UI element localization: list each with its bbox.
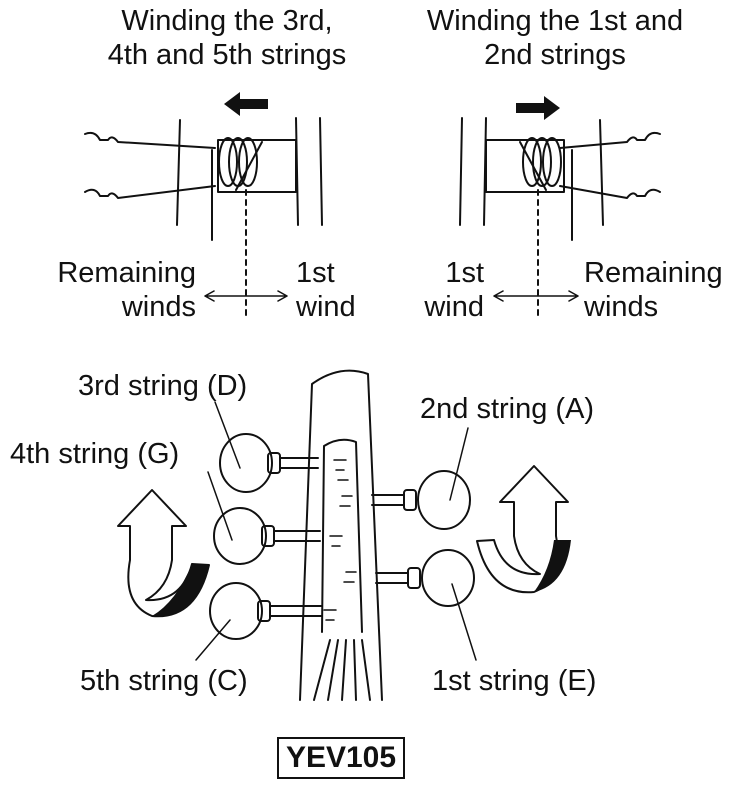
right-remaining-winds-label: Remaining winds [584, 256, 723, 324]
left-pegbox-wall-left [176, 119, 181, 226]
right-winding-detail [459, 117, 661, 321]
peg-shaft-2nd [371, 494, 405, 506]
peg-collar-4th [261, 525, 275, 547]
right-first-line2: wind [424, 291, 484, 323]
left-remaining-winds-label: Remaining winds [30, 256, 196, 324]
fingerboard-string-1 [313, 639, 331, 701]
label-4th-string: 4th string (G) [10, 438, 180, 470]
right-double-arrow [493, 290, 579, 302]
peg-collar-3rd [267, 452, 281, 474]
leader-2nd [449, 427, 469, 501]
headstock [209, 369, 475, 701]
left-coil-3 [238, 137, 258, 187]
left-heading-line2: 4th and 5th strings [107, 39, 347, 71]
peg-collar-2nd [403, 489, 417, 511]
right-first-line1: 1st [445, 257, 484, 289]
left-first-wind-label: 1st wind [296, 256, 356, 324]
left-coil-1 [218, 137, 238, 187]
left-string-lower-squiggle [84, 185, 216, 199]
fingerboard-string-5 [361, 639, 371, 701]
peg-knob-1st [421, 549, 475, 607]
label-3rd-string: 3rd string (D) [78, 370, 248, 402]
left-winding-detail [84, 117, 323, 321]
left-remaining-line1: Remaining [57, 257, 196, 289]
label-5th-string: 5th string (C) [80, 665, 248, 697]
peg-slot-2 [339, 495, 353, 507]
peg-slot-1 [333, 459, 349, 481]
left-peg-outline [217, 139, 297, 193]
left-rotation-arrow-band [152, 564, 209, 617]
fingerboard-string-3 [341, 639, 347, 701]
peg-collar-5th [257, 600, 271, 622]
right-string-upper-squiggle [559, 131, 661, 149]
right-remaining-line1: Remaining [584, 257, 723, 289]
peg-shaft-1st [375, 572, 409, 584]
right-first-wind-label: 1st wind [380, 256, 484, 324]
right-coil-1 [522, 137, 542, 187]
right-pegbox-wall-right [599, 119, 604, 226]
right-heading-line1: Winding the 1st and [426, 5, 684, 37]
leader-3rd [214, 401, 241, 469]
leader-1st [451, 583, 477, 661]
right-rotation-arrow-band [534, 540, 571, 592]
model-name-box: YEV105 [277, 737, 405, 779]
right-string-cross [519, 141, 547, 191]
label-1st-string: 1st string (E) [432, 665, 597, 697]
peg-knob-4th [213, 507, 267, 565]
peg-slot-3 [329, 535, 343, 547]
right-heading-line2: 2nd strings [484, 39, 626, 71]
peg-knob-5th [209, 582, 263, 640]
leader-4th [207, 471, 233, 541]
right-heading: Winding the 1st and 2nd strings [402, 4, 708, 72]
peg-collar-1st [407, 567, 421, 589]
left-arrow-icon [224, 92, 268, 116]
left-heading-line1: Winding the 3rd, [121, 5, 333, 37]
leader-5th [195, 619, 231, 661]
left-double-arrow [204, 290, 288, 302]
peg-shaft-3rd [279, 457, 319, 469]
right-remaining-line2: winds [584, 291, 659, 323]
pegbox-inner-outline [321, 438, 363, 633]
left-remaining-line2: winds [121, 291, 196, 323]
left-string-upper-squiggle [84, 131, 216, 149]
left-pegbox-wall-right [319, 117, 323, 226]
right-coil-3 [542, 137, 562, 187]
left-first-line2: wind [296, 291, 356, 323]
peg-knob-2nd [417, 470, 471, 530]
left-string-cross [235, 141, 263, 191]
fingerboard-string-2 [327, 639, 339, 701]
peg-shaft-4th [273, 530, 321, 542]
peg-slot-4 [343, 571, 357, 583]
fingerboard-string-4 [353, 639, 357, 701]
headstock-outline [299, 369, 383, 701]
peg-knob-3rd [219, 433, 273, 493]
left-first-line1: 1st [296, 257, 335, 289]
left-heading: Winding the 3rd, 4th and 5th strings [72, 4, 382, 72]
right-arrow-icon [516, 96, 560, 120]
right-pegbox-wall-left [459, 117, 463, 226]
peg-shaft-5th [269, 605, 323, 617]
right-coil-2 [532, 137, 552, 187]
right-peg-outline [485, 139, 565, 193]
right-string-lower-squiggle [559, 185, 661, 199]
peg-slot-5 [323, 609, 337, 621]
label-2nd-string: 2nd string (A) [420, 393, 595, 425]
